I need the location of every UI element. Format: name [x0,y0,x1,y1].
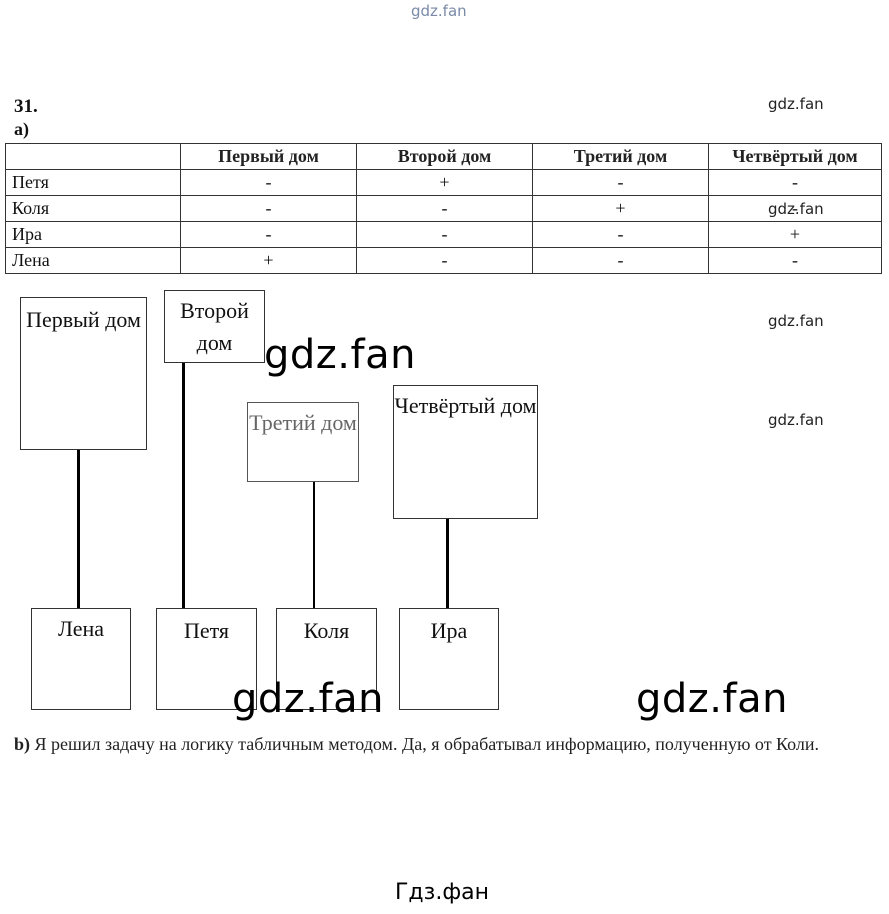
row-mark: - [180,169,357,196]
row-mark: + [356,169,533,196]
house-label: Второй дом [180,298,249,355]
row-name: Петя [5,169,181,196]
house-box-fourth: Четвёртый дом [393,385,538,519]
row-mark: - [532,221,709,248]
row-mark: - [532,247,709,274]
row-mark: + [180,247,357,274]
person-box-petya: Петя [156,608,257,710]
table-header-corner [5,143,181,170]
problem-number: 31. [14,96,38,117]
table-header-second-house: Второй дом [356,143,533,170]
person-label: Коля [303,618,350,643]
row-name: Коля [5,195,181,222]
table-header-fourth-house: Четвёртый дом [708,143,882,170]
link-kolya-third-house [313,482,315,608]
watermark-right-4: gdz.fan [768,411,824,429]
person-label: Петя [183,618,230,643]
row-mark: - [356,247,533,274]
house-box-second: Второй дом [164,290,265,363]
row-mark: - gdz.fan [708,195,882,222]
part-b-paragraph: b) Я решил задачу на логику табличным ме… [14,732,872,756]
watermark-right-1: gdz.fan [768,95,824,113]
table-header-first-house: Первый дом [180,143,357,170]
person-box-lena: Лена [31,608,131,710]
row-mark: - [708,169,882,196]
link-ira-fourth-house [446,519,449,608]
watermark-lower-left: gdz.fan [232,676,384,722]
person-label: Ира [430,618,468,643]
row-mark: - [180,195,357,222]
house-box-third: Третий дом [247,402,359,482]
watermark-right-2: gdz.fan [768,200,824,218]
table-row: Лена + - - - [5,247,882,274]
link-petya-second-house [182,363,185,608]
house-label: Третий дом [249,410,357,435]
part-b-label: b) [14,734,31,754]
part-b-text: Я решил задачу на логику табличным метод… [34,734,820,754]
house-label: Четвёртый дом [394,393,537,418]
table-row: Ира - - - + [5,221,882,248]
link-lena-first-house [77,450,80,608]
row-name: Ира [5,221,181,248]
row-mark: + [532,195,709,222]
table-header-third-house: Третий дом [532,143,709,170]
logic-table: Первый дом Второй дом Третий дом Четвёрт… [5,143,882,274]
person-box-ira: Ира [399,608,499,710]
watermark-footer: Гдз.фан [395,880,489,905]
table-row: Коля - - + - gdz.fan [5,195,882,222]
house-box-first: Первый дом [20,297,147,450]
row-mark: - [180,221,357,248]
watermark-right-3: gdz.fan [768,312,824,330]
person-label: Лена [57,616,105,641]
watermark-lower-right: gdz.fan [636,676,788,722]
part-a-label: а) [14,119,29,139]
table-header-row: Первый дом Второй дом Третий дом Четвёрт… [5,143,882,170]
house-label: Первый дом [26,307,141,332]
row-name: Лена [5,247,181,274]
watermark-center: gdz.fan [264,332,416,378]
row-mark: - [708,247,882,274]
row-mark: - [532,169,709,196]
row-mark: + [708,221,882,248]
table-row: Петя - + - - [5,169,882,196]
row-mark: - [356,221,533,248]
watermark-top: gdz.fan [411,2,467,20]
row-mark: - [356,195,533,222]
person-box-kolya: Коля [276,608,377,710]
